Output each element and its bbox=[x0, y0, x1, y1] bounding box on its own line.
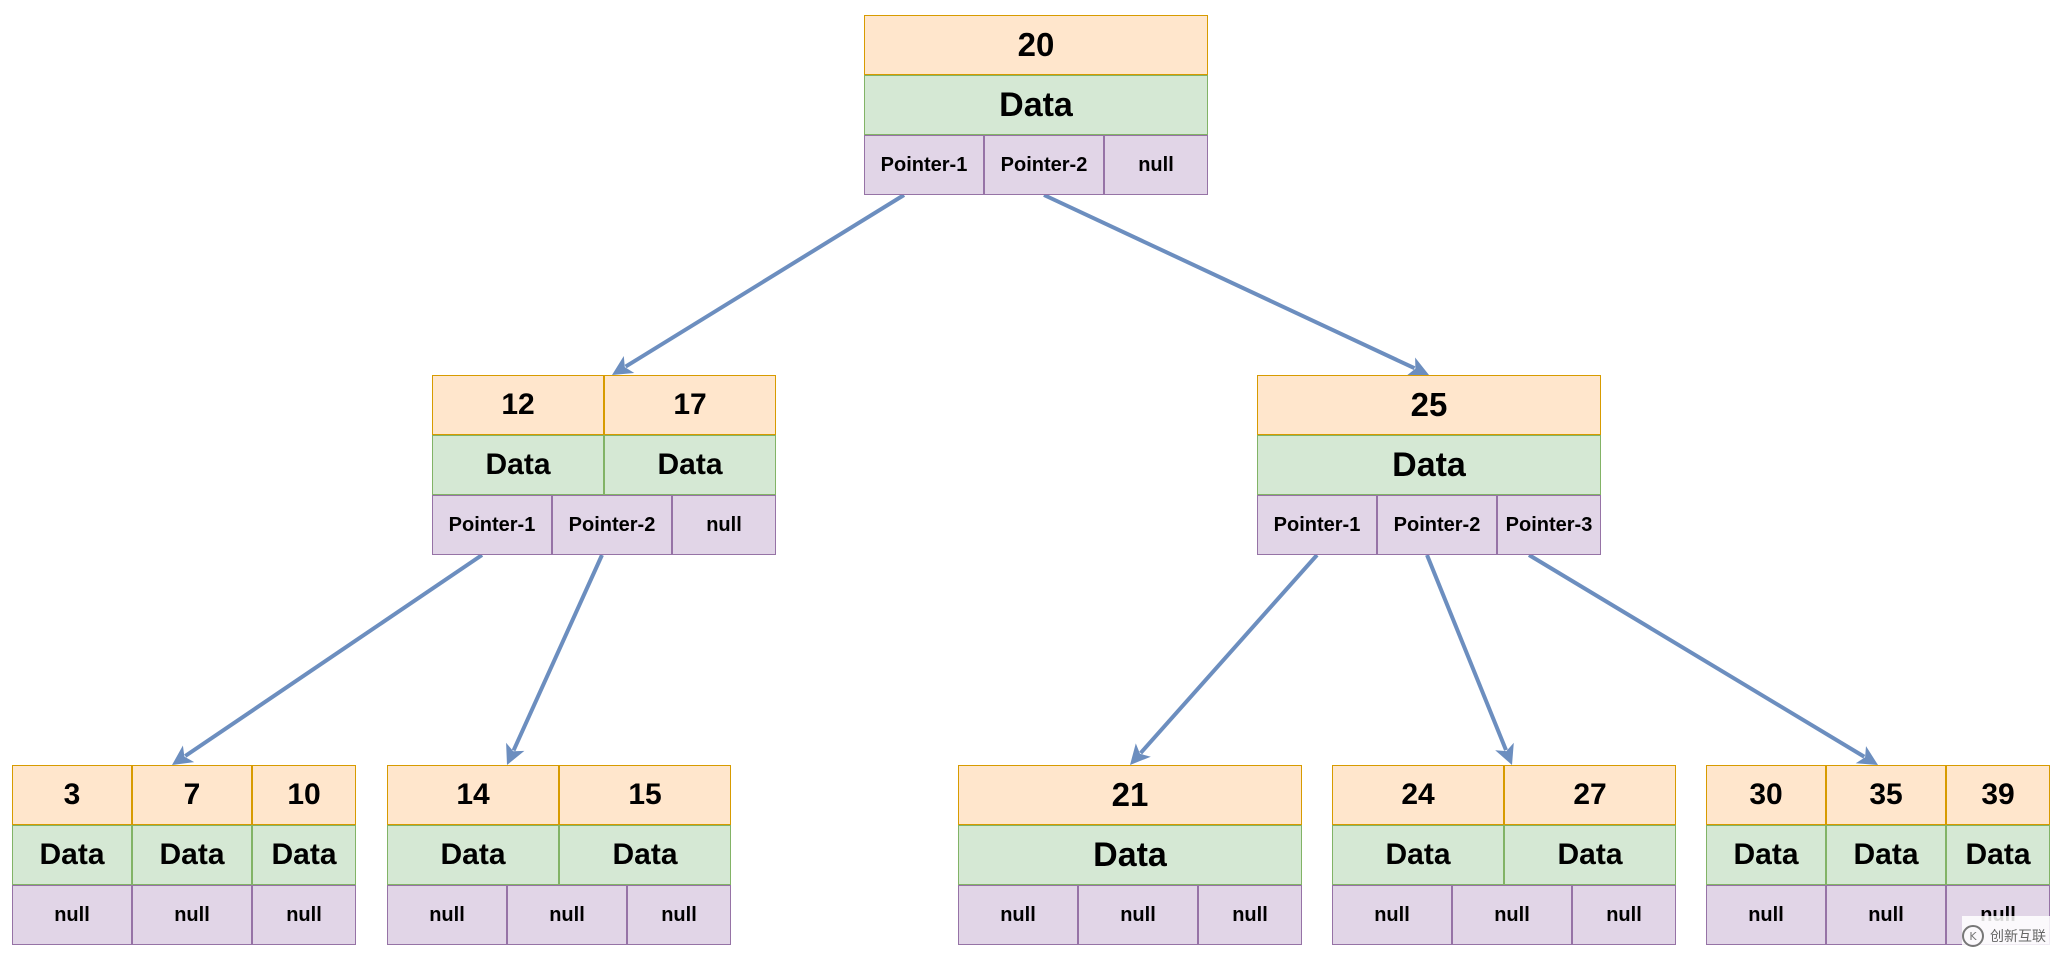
null-pointer: null bbox=[132, 885, 252, 945]
null-pointer: null bbox=[252, 885, 356, 945]
edge-line bbox=[1139, 553, 1319, 755]
arrowhead bbox=[612, 356, 635, 375]
null-pointer: null bbox=[507, 885, 627, 945]
edge-l1-right-to-leaf-3 bbox=[1130, 553, 1319, 765]
node-key: 12 bbox=[432, 375, 604, 435]
null-pointer: null bbox=[1452, 885, 1572, 945]
node-key: 21 bbox=[958, 765, 1302, 825]
node-pointer: Pointer-1 bbox=[864, 135, 984, 195]
node-data: Data bbox=[559, 825, 731, 885]
node-key: 17 bbox=[604, 375, 776, 435]
edge-l1-right-to-leaf-5 bbox=[1527, 553, 1878, 765]
chuangxin-logo-icon: K bbox=[1962, 925, 1984, 947]
arrowhead bbox=[506, 742, 525, 765]
node-pointer: Pointer-2 bbox=[552, 495, 672, 555]
node-data: Data bbox=[1504, 825, 1676, 885]
node-key: 15 bbox=[559, 765, 731, 825]
node-key: 7 bbox=[132, 765, 252, 825]
null-pointer: null bbox=[1332, 885, 1452, 945]
null-pointer: null bbox=[12, 885, 132, 945]
node-pointer: Pointer-2 bbox=[1377, 495, 1497, 555]
edge-line bbox=[1425, 554, 1508, 751]
node-data: Data bbox=[1946, 825, 2050, 885]
null-pointer: null bbox=[958, 885, 1078, 945]
null-pointer: null bbox=[1104, 135, 1208, 195]
edge-line bbox=[1527, 553, 1866, 759]
node-pointer: Pointer-3 bbox=[1497, 495, 1601, 555]
node-data: Data bbox=[1332, 825, 1504, 885]
node-key: 24 bbox=[1332, 765, 1504, 825]
node-key: 30 bbox=[1706, 765, 1826, 825]
watermark-text: 创新互联 bbox=[1990, 929, 2046, 945]
edge-line bbox=[624, 193, 906, 369]
null-pointer: null bbox=[1078, 885, 1198, 945]
node-key: 20 bbox=[864, 15, 1208, 75]
null-pointer: null bbox=[1572, 885, 1676, 945]
edge-root-to-l1-left bbox=[612, 193, 906, 375]
node-data: Data bbox=[604, 435, 776, 495]
edge-line bbox=[1043, 193, 1416, 371]
edge-line bbox=[511, 554, 604, 752]
node-data: Data bbox=[432, 435, 604, 495]
node-data: Data bbox=[252, 825, 356, 885]
edge-line bbox=[184, 553, 484, 758]
arrowhead bbox=[1855, 746, 1878, 765]
null-pointer: null bbox=[672, 495, 776, 555]
arrowhead bbox=[1130, 743, 1151, 765]
arrowhead bbox=[1406, 357, 1429, 376]
node-key: 3 bbox=[12, 765, 132, 825]
arrowhead bbox=[172, 745, 195, 765]
node-data: Data bbox=[1826, 825, 1946, 885]
node-key: 27 bbox=[1504, 765, 1676, 825]
node-data: Data bbox=[387, 825, 559, 885]
node-key: 10 bbox=[252, 765, 356, 825]
edge-l1-left-to-leaf-2 bbox=[506, 554, 604, 765]
node-key: 14 bbox=[387, 765, 559, 825]
edge-root-to-l1-right bbox=[1043, 193, 1429, 376]
null-pointer: null bbox=[387, 885, 507, 945]
node-data: Data bbox=[132, 825, 252, 885]
node-data: Data bbox=[1706, 825, 1826, 885]
node-pointer: Pointer-1 bbox=[432, 495, 552, 555]
arrowhead bbox=[1495, 742, 1514, 765]
node-data: Data bbox=[1257, 435, 1601, 495]
node-data: Data bbox=[958, 825, 1302, 885]
node-data: Data bbox=[864, 75, 1208, 135]
node-data: Data bbox=[12, 825, 132, 885]
null-pointer: null bbox=[1198, 885, 1302, 945]
watermark: K 创新互联 bbox=[1962, 916, 2062, 956]
null-pointer: null bbox=[1706, 885, 1826, 945]
edge-l1-left-to-leaf-1 bbox=[172, 553, 484, 765]
edge-l1-right-to-leaf-4 bbox=[1425, 554, 1514, 765]
node-key: 25 bbox=[1257, 375, 1601, 435]
node-key: 35 bbox=[1826, 765, 1946, 825]
null-pointer: null bbox=[627, 885, 731, 945]
null-pointer: null bbox=[1826, 885, 1946, 945]
edge-layer bbox=[172, 193, 1878, 765]
node-pointer: Pointer-1 bbox=[1257, 495, 1377, 555]
node-pointer: Pointer-2 bbox=[984, 135, 1104, 195]
node-key: 39 bbox=[1946, 765, 2050, 825]
